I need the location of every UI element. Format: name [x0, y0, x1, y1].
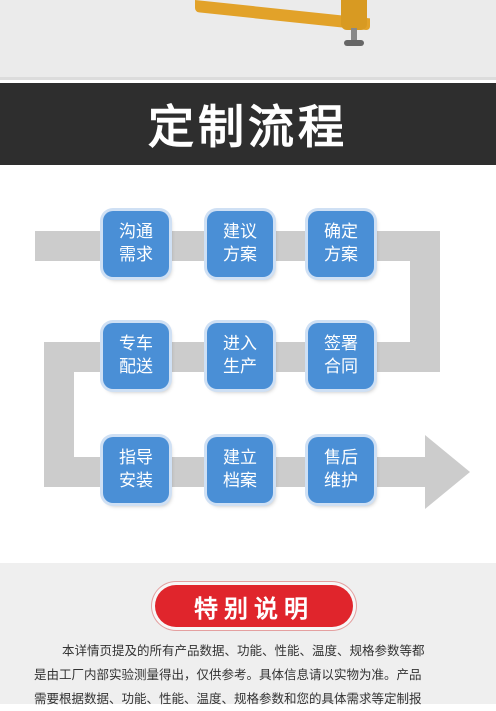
step-label: 安装	[119, 471, 153, 491]
step-label: 建立	[223, 448, 257, 468]
step-label: 建议	[223, 222, 257, 242]
step-label: 需求	[119, 245, 153, 265]
step-label: 维护	[324, 471, 358, 491]
step-label: 方案	[324, 245, 358, 265]
step-after-sales: 售后 维护	[308, 437, 374, 503]
step-label: 专车	[119, 334, 153, 354]
step-label: 确定	[324, 222, 358, 242]
step-label: 签署	[324, 334, 358, 354]
notice-section: 特别说明 本详情页提及的所有产品数据、功能、性能、温度、规格参数等都 是由工厂内…	[0, 563, 496, 706]
step-production: 进入 生产	[207, 323, 273, 389]
step-label: 档案	[223, 471, 257, 491]
disclaimer-line: 本详情页提及的所有产品数据、功能、性能、温度、规格参数等都	[62, 643, 425, 658]
page-title: 定制流程	[148, 100, 348, 154]
special-notice-badge: 特别说明	[155, 585, 353, 627]
step-contract: 签署 合同	[308, 323, 374, 389]
step-label: 售后	[324, 448, 358, 468]
machine-joint-graphic	[341, 0, 367, 30]
step-propose: 建议 方案	[207, 211, 273, 277]
step-archive: 建立 档案	[207, 437, 273, 503]
step-label: 合同	[324, 357, 358, 377]
step-label: 配送	[119, 357, 153, 377]
step-installation: 指导 安装	[103, 437, 169, 503]
step-label: 指导	[119, 448, 153, 468]
step-communicate: 沟通 需求	[103, 211, 169, 277]
process-flow: 沟通 需求 建议 方案 确定 方案 专车 配送 进入 生产 签署 合同 指导 安…	[0, 165, 496, 563]
disclaimer-line: 需要根据数据、功能、性能、温度、规格参数和您的具体需求等定制报	[34, 691, 422, 706]
step-label: 沟通	[119, 222, 153, 242]
disclaimer-text: 本详情页提及的所有产品数据、功能、性能、温度、规格参数等都 是由工厂内部实验测量…	[34, 639, 464, 711]
step-delivery: 专车 配送	[103, 323, 169, 389]
machine-foot-graphic	[344, 40, 364, 46]
step-label: 方案	[223, 245, 257, 265]
badge-label: 特别说明	[194, 594, 314, 623]
product-image-strip	[0, 0, 496, 80]
title-banner: 定制流程	[0, 83, 496, 165]
disclaimer-line: 是由工厂内部实验测量得出，仅供参考。具体信息请以实物为准。产品	[34, 667, 422, 682]
step-label: 进入	[223, 334, 257, 354]
machine-leg-graphic	[351, 28, 357, 42]
step-confirm: 确定 方案	[308, 211, 374, 277]
step-label: 生产	[223, 357, 257, 377]
